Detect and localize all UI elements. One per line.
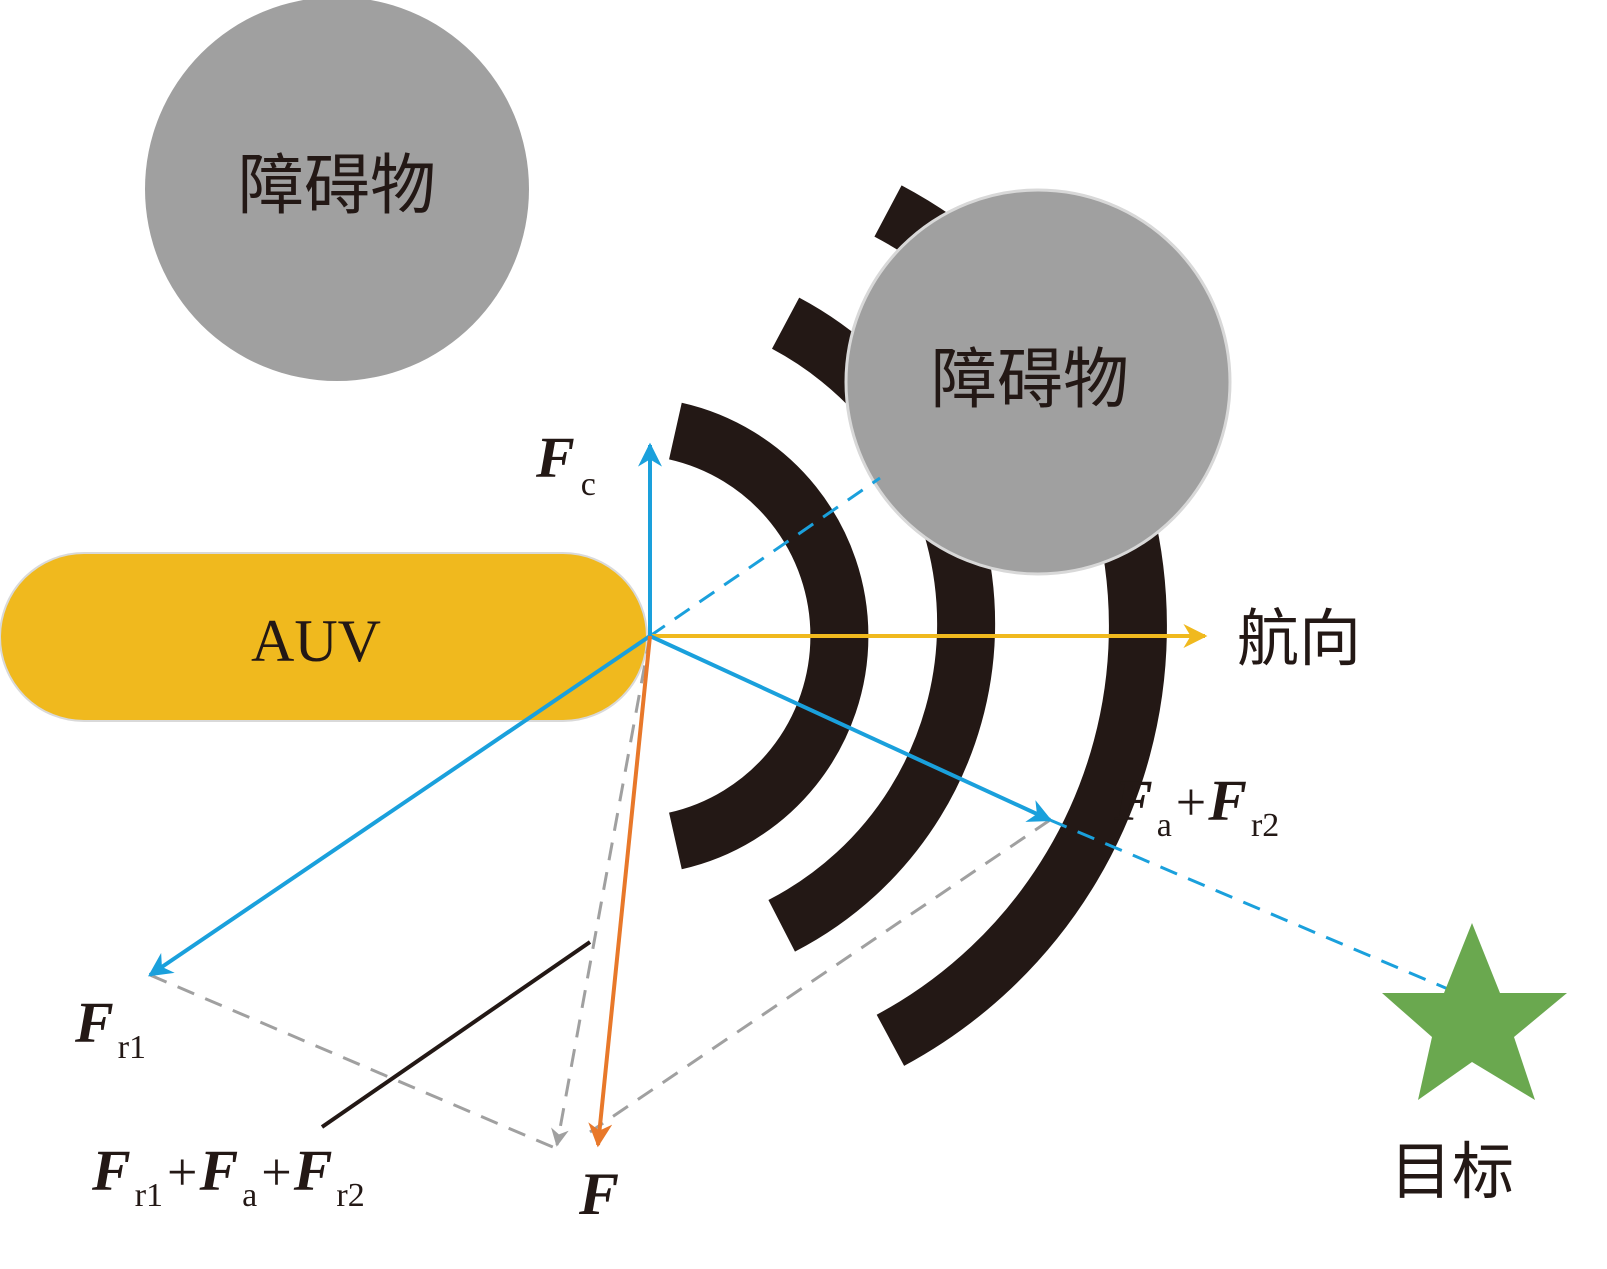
obstacle-label-2: 障碍物 xyxy=(931,341,1129,418)
sum-force-arrow xyxy=(551,635,652,1147)
resultant-force-label: F xyxy=(578,1161,619,1227)
fa-fr2-arrow xyxy=(649,634,1053,822)
obstacle-label-1: 障碍物 xyxy=(238,147,436,224)
dashed-line-to-target xyxy=(1049,818,1456,994)
dashed-line-to-obstacle xyxy=(649,476,881,638)
fr1-arrow xyxy=(148,634,652,977)
dashed-parallelogram-left xyxy=(149,973,556,1150)
auv-label: AUV xyxy=(251,608,381,674)
dashed-parallelogram-right xyxy=(589,818,1051,1134)
sum-leader-line xyxy=(320,940,592,1129)
obstacle-circle-1 xyxy=(145,0,529,381)
resultant-force-arrow xyxy=(588,635,652,1148)
target-star xyxy=(1382,923,1567,1100)
heading-label: 航向 xyxy=(1237,602,1361,675)
obstacle-circle-2 xyxy=(844,188,1232,576)
target-label: 目标 xyxy=(1390,1135,1514,1208)
construction-lines xyxy=(149,476,1456,1150)
